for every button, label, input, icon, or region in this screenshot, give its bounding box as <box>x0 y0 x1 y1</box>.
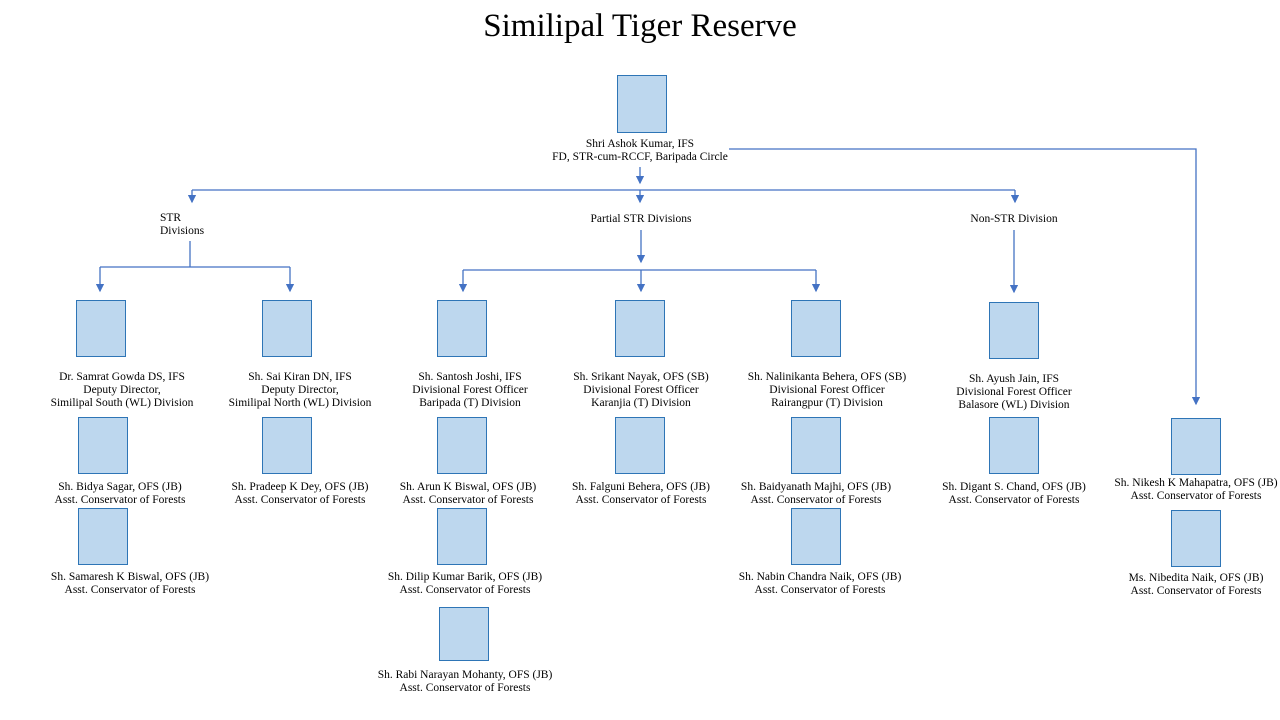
org-node-box-sai-kiran <box>262 300 312 357</box>
org-node-caption-pradeep: Sh. Pradeep K Dey, OFS (JB) Asst. Conser… <box>231 481 369 506</box>
org-node-caption-nalinikanta: Sh. Nalinikanta Behera, OFS (SB) Divisio… <box>747 371 907 409</box>
org-node-box-nikesh <box>1171 418 1221 475</box>
org-node-box-nibedita <box>1171 510 1221 567</box>
org-node-box-santosh <box>437 300 487 357</box>
org-node-box-arun <box>437 417 487 474</box>
org-node-caption-nibedita: Ms. Nibedita Naik, OFS (JB) Asst. Conser… <box>1128 572 1264 597</box>
org-node-box-nabin <box>791 508 841 565</box>
org-node-box-pradeep <box>262 417 312 474</box>
org-node-caption-santosh: Sh. Santosh Joshi, IFS Divisional Forest… <box>412 371 528 409</box>
group-label-non-str-division: Non-STR Division <box>970 213 1058 225</box>
org-node-box-root <box>617 75 667 133</box>
org-node-caption-dilip: Sh. Dilip Kumar Barik, OFS (JB) Asst. Co… <box>387 571 543 596</box>
org-node-box-digant <box>989 417 1039 474</box>
org-node-box-ayush <box>989 302 1039 359</box>
org-node-caption-digant: Sh. Digant S. Chand, OFS (JB) Asst. Cons… <box>942 481 1086 506</box>
org-node-caption-rabi: Sh. Rabi Narayan Mohanty, OFS (JB) Asst.… <box>377 669 553 694</box>
org-node-caption-nabin: Sh. Nabin Chandra Naik, OFS (JB) Asst. C… <box>738 571 902 596</box>
org-node-caption-samaresh: Sh. Samaresh K Biswal, OFS (JB) Asst. Co… <box>50 571 210 596</box>
org-node-box-dilip <box>437 508 487 565</box>
connector-root-to-nikesh <box>729 148 1201 406</box>
connector-root-to-division-rail <box>187 167 1020 204</box>
org-node-caption-bidya: Sh. Bidya Sagar, OFS (JB) Asst. Conserva… <box>54 481 186 506</box>
org-node-box-samaresh <box>78 508 128 565</box>
org-node-box-nalinikanta <box>791 300 841 357</box>
org-node-box-samrat <box>76 300 126 357</box>
org-node-caption-sai-kiran: Sh. Sai Kiran DN, IFS Deputy Director, S… <box>228 371 372 409</box>
org-node-caption-srikant: Sh. Srikant Nayak, OFS (SB) Divisional F… <box>573 371 709 409</box>
connector-partial-str-branch <box>458 230 821 293</box>
org-node-box-srikant <box>615 300 665 357</box>
org-node-caption-falguni: Sh. Falguni Behera, OFS (JB) Asst. Conse… <box>572 481 710 506</box>
org-node-caption-nikesh: Sh. Nikesh K Mahapatra, OFS (JB) Asst. C… <box>1114 477 1278 502</box>
org-node-caption-arun: Sh. Arun K Biswal, OFS (JB) Asst. Conser… <box>399 481 537 506</box>
org-node-box-baidyanath <box>791 417 841 474</box>
org-node-caption-root: Shri Ashok Kumar, IFS FD, STR-cum-RCCF, … <box>552 138 728 163</box>
org-node-box-rabi <box>439 607 489 661</box>
connector-str-divisions-branch <box>95 241 295 293</box>
org-node-caption-ayush: Sh. Ayush Jain, IFS Divisional Forest Of… <box>956 373 1072 411</box>
page-title: Similipal Tiger Reserve <box>483 8 797 44</box>
group-label-partial-str-divisions: Partial STR Divisions <box>590 213 692 225</box>
org-node-caption-samrat: Dr. Samrat Gowda DS, IFS Deputy Director… <box>50 371 194 409</box>
org-node-caption-baidyanath: Sh. Baidyanath Majhi, OFS (JB) Asst. Con… <box>740 481 892 506</box>
group-label-str-divisions: STR Divisions <box>160 212 205 237</box>
org-node-box-falguni <box>615 417 665 474</box>
org-node-box-bidya <box>78 417 128 474</box>
